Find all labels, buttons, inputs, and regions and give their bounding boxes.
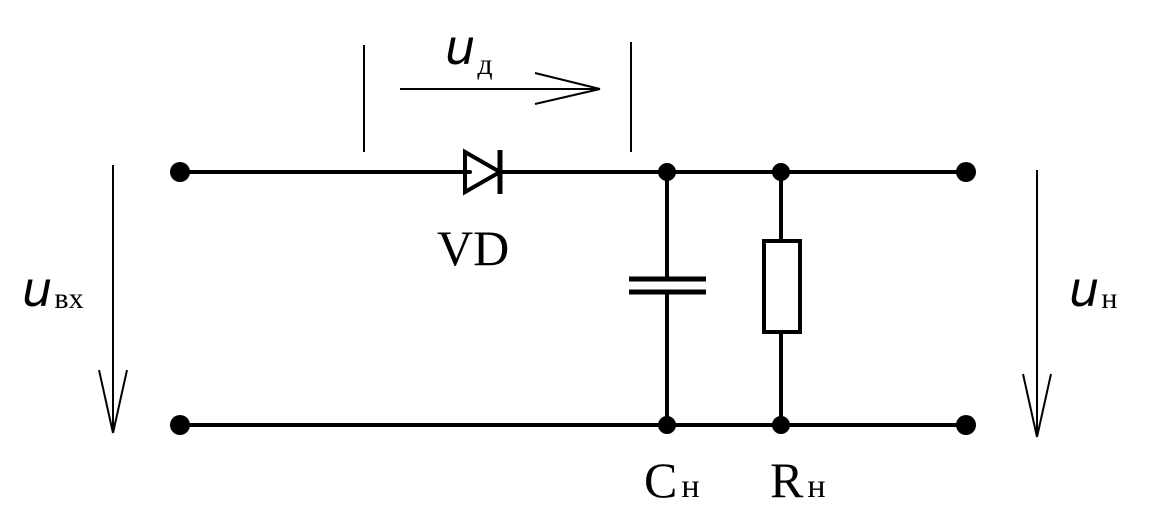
input-voltage-label: uвх [22,262,84,318]
input-terminal-top [170,162,190,182]
load-voltage-arrow [1022,170,1052,438]
capacitor-symbol [629,170,706,427]
input-voltage-arrow [98,165,128,434]
resistor-symbol [762,170,802,427]
output-terminal-bottom [956,415,976,435]
diode-label: VD [437,220,509,276]
load-voltage-label: uн [1069,262,1117,318]
input-terminal-bottom [170,415,190,435]
diode-voltage-marker [363,42,632,152]
output-terminal-top [956,162,976,182]
diode-symbol [458,148,505,196]
diode-voltage-label: uд [445,20,493,81]
